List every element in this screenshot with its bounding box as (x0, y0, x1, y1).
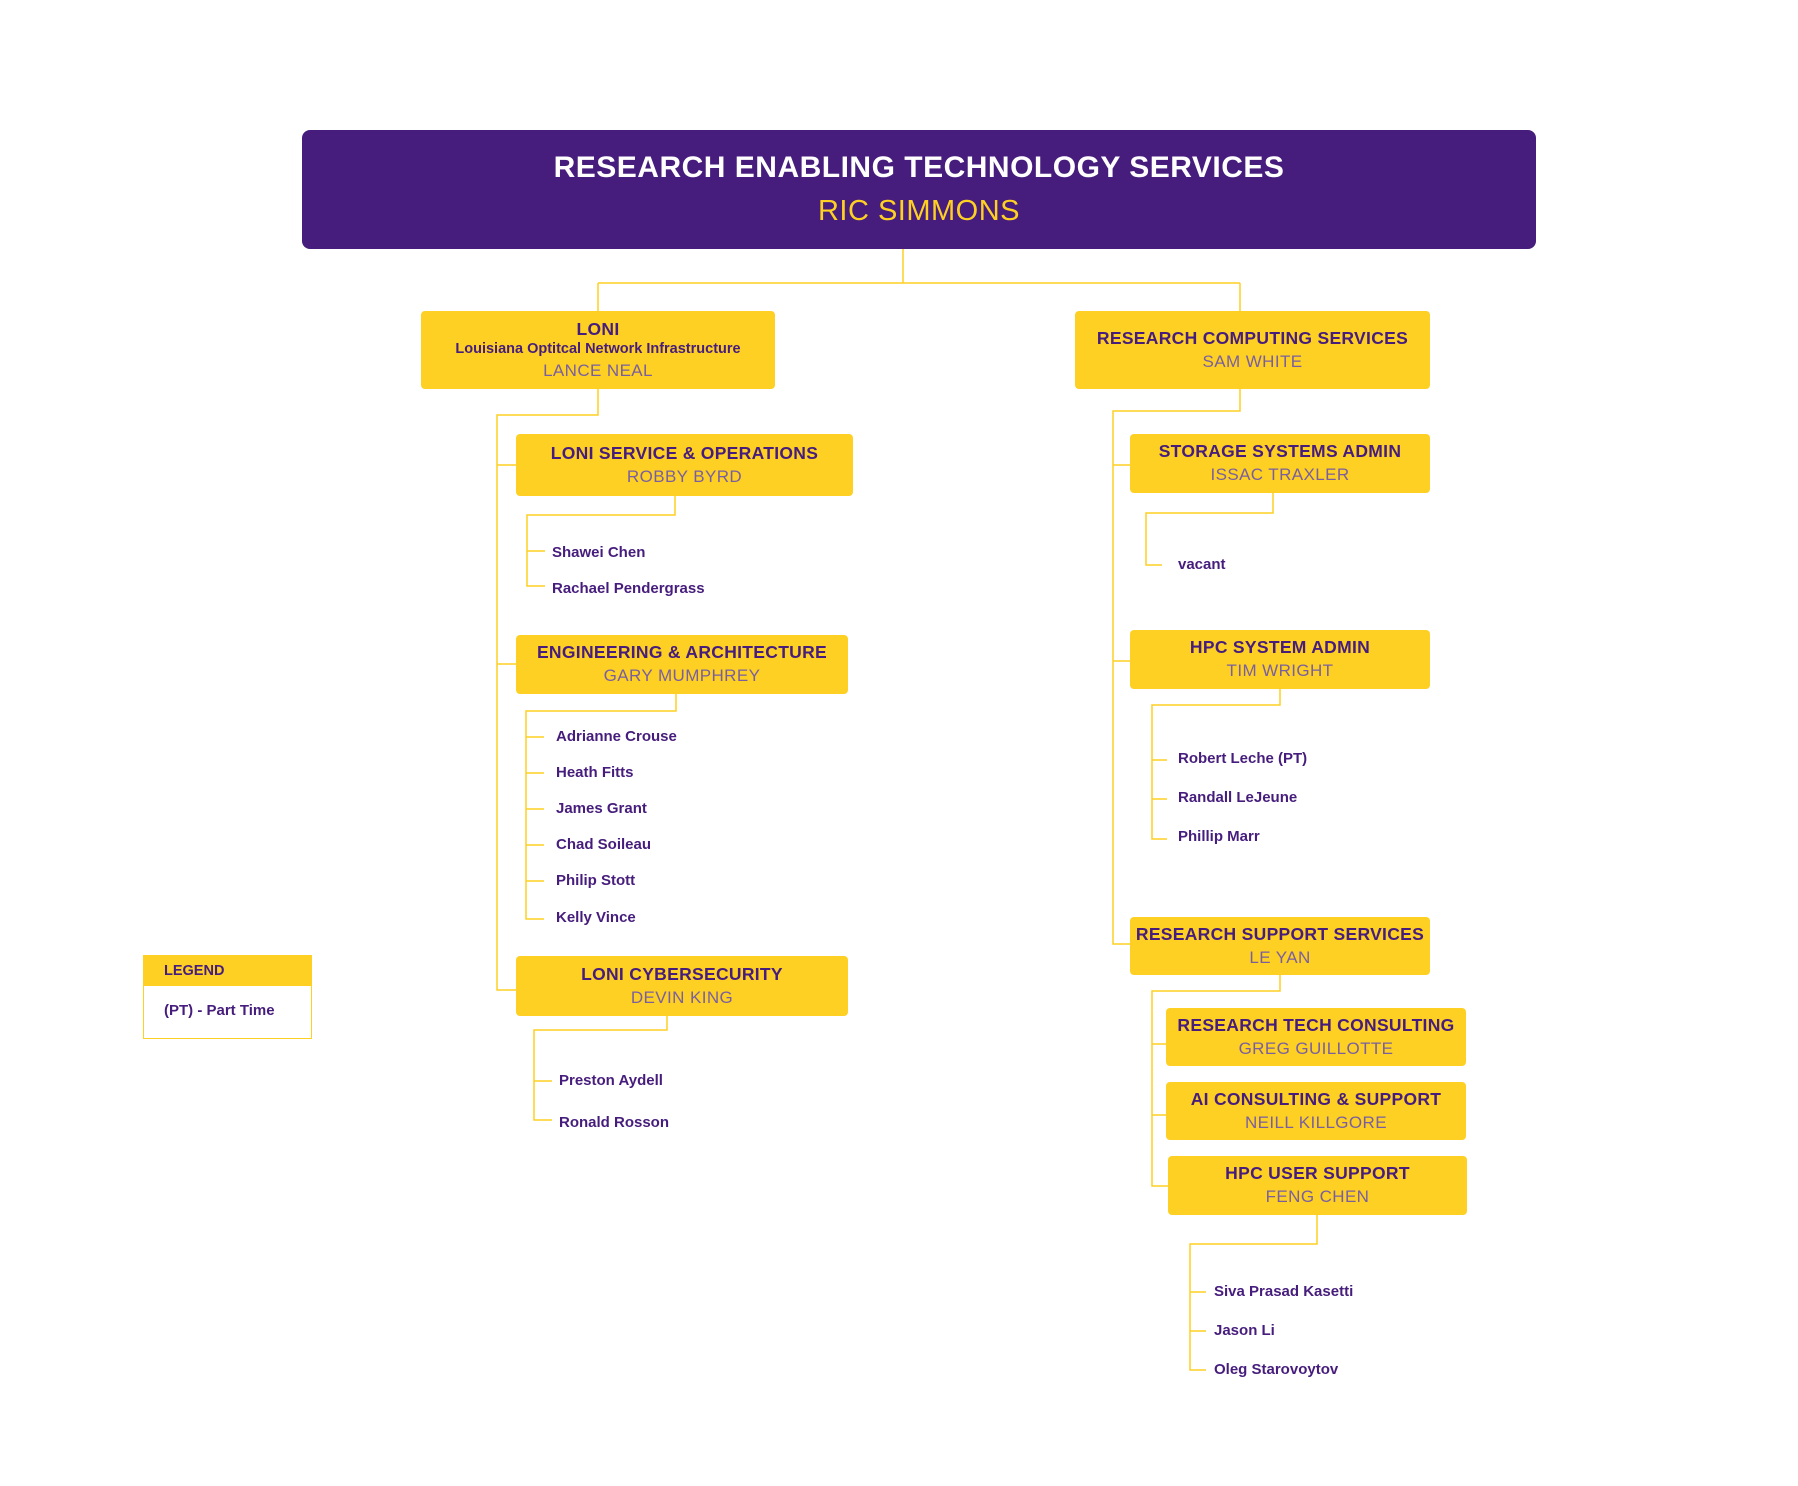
staff-name: Preston Aydell (559, 1072, 663, 1089)
hpc-admin-head: TIM WRIGHT (1226, 661, 1334, 681)
staff-name: Ronald Rosson (559, 1114, 670, 1131)
staff-name: Shawei Chen (552, 544, 646, 561)
ai-consulting-box: AI CONSULTING & SUPPORT NEILL KILLGORE (1166, 1082, 1466, 1140)
staff-name: vacant (1178, 556, 1226, 573)
ai-consulting-head: NEILL KILLGORE (1245, 1112, 1387, 1132)
engineering-head: GARY MUMPHREY (603, 666, 761, 686)
legend-item: (PT) - Part Time (164, 1002, 275, 1019)
staff-name: Chad Soileau (556, 836, 652, 853)
loni-service-ops-head: ROBBY BYRD (626, 466, 743, 486)
research-support-box: RESEARCH SUPPORT SERVICES LE YAN (1130, 917, 1430, 975)
staff-name: Philip Stott (556, 872, 636, 889)
rcs-box: RESEARCH COMPUTING SERVICES SAM WHITE (1075, 311, 1430, 389)
legend: LEGEND (PT) - Part Time (143, 955, 312, 1039)
staff-name: Robert Leche (PT) (1178, 750, 1308, 767)
loni-title: LONI (576, 318, 620, 339)
cybersecurity-box: LONI CYBERSECURITY DEVIN KING (516, 956, 848, 1016)
cybersecurity-head: DEVIN KING (630, 987, 734, 1007)
staff-name: James Grant (556, 800, 647, 817)
storage-admin-box: STORAGE SYSTEMS ADMIN ISSAC TRAXLER (1130, 434, 1430, 493)
root-head: RIC SIMMONS (817, 195, 1021, 228)
loni-service-ops-box: LONI SERVICE & OPERATIONS ROBBY BYRD (516, 434, 853, 496)
ai-consulting-title: AI CONSULTING & SUPPORT (1190, 1088, 1442, 1109)
root-title: RESEARCH ENABLING TECHNOLOGY SERVICES (553, 151, 1285, 185)
loni-service-ops-title: LONI SERVICE & OPERATIONS (550, 442, 819, 463)
hpc-user-support-head: FENG CHEN (1265, 1187, 1370, 1207)
tech-consulting-box: RESEARCH TECH CONSULTING GREG GUILLOTTE (1166, 1008, 1466, 1066)
staff-name: Rachael Pendergrass (552, 580, 705, 597)
tech-consulting-title: RESEARCH TECH CONSULTING (1177, 1014, 1455, 1035)
staff-name: Oleg Starovoytov (1214, 1361, 1339, 1378)
hpc-user-support-box: HPC USER SUPPORT FENG CHEN (1168, 1156, 1467, 1215)
staff-name: Jason Li (1214, 1322, 1275, 1339)
legend-title: LEGEND (144, 956, 311, 986)
staff-name: Kelly Vince (556, 909, 636, 926)
hpc-user-support-title: HPC USER SUPPORT (1225, 1163, 1410, 1184)
loni-box: LONI Louisiana Optitcal Network Infrastr… (421, 311, 775, 389)
tech-consulting-head: GREG GUILLOTTE (1238, 1038, 1394, 1058)
hpc-admin-box: HPC SYSTEM ADMIN TIM WRIGHT (1130, 630, 1430, 689)
research-support-title: RESEARCH SUPPORT SERVICES (1135, 923, 1425, 944)
staff-name: Phillip Marr (1178, 828, 1260, 845)
hpc-admin-title: HPC SYSTEM ADMIN (1189, 637, 1371, 658)
staff-name: Heath Fitts (556, 764, 634, 781)
storage-admin-head: ISSAC TRAXLER (1210, 465, 1350, 485)
staff-name: Randall LeJeune (1178, 789, 1298, 806)
engineering-title: ENGINEERING & ARCHITECTURE (536, 642, 828, 663)
loni-head: LANCE NEAL (543, 361, 653, 380)
cybersecurity-title: LONI CYBERSECURITY (581, 963, 783, 984)
loni-subtitle: Louisiana Optitcal Network Infrastructur… (455, 340, 741, 357)
root-box: RESEARCH ENABLING TECHNOLOGY SERVICES RI… (302, 130, 1536, 249)
rcs-title: RESEARCH COMPUTING SERVICES (1096, 327, 1409, 348)
staff-name: Adrianne Crouse (556, 728, 677, 745)
rcs-head: SAM WHITE (1202, 351, 1303, 371)
staff-name: Siva Prasad Kasetti (1214, 1283, 1354, 1300)
engineering-box: ENGINEERING & ARCHITECTURE GARY MUMPHREY (516, 635, 848, 694)
storage-admin-title: STORAGE SYSTEMS ADMIN (1158, 441, 1402, 462)
research-support-head: LE YAN (1249, 947, 1311, 967)
